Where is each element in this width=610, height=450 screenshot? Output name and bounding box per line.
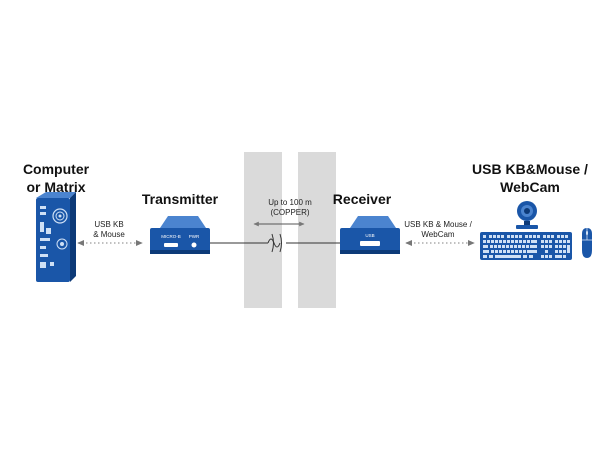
transmitter-port-pwr: PWR [189, 234, 200, 239]
transmitter-port-microb: MICRO-B [161, 234, 181, 239]
distance-label-line2: (COPPER) [270, 208, 310, 217]
peripherals-heading-line1: USB KB&Mouse / [472, 161, 588, 177]
transmitter-device: MICRO-B PWR [150, 216, 210, 254]
receiver-device: USB [340, 216, 400, 254]
transmitter-heading: Transmitter [141, 191, 219, 207]
mouse-icon [582, 228, 592, 258]
left-link-label-line1: USB KB [94, 220, 124, 229]
wall-right [298, 152, 336, 308]
wall-left [244, 152, 282, 308]
right-link-label-line1: USB KB & Mouse / [404, 220, 472, 229]
left-link-label: USB KB & Mouse [80, 220, 138, 240]
keyboard-icon [480, 232, 572, 260]
receiver-heading: Receiver [332, 191, 392, 207]
receiver-port-usb: USB [365, 233, 374, 238]
left-link-label-line2: & Mouse [93, 230, 125, 239]
computer-heading-line2: or Matrix [26, 179, 86, 195]
webcam-icon [516, 201, 538, 229]
right-link-label: USB KB & Mouse / WebCam [396, 220, 480, 240]
peripherals-heading-line2: WebCam [500, 179, 560, 195]
computer-heading: Computer or Matrix [14, 160, 98, 196]
distance-label: Up to 100 m (COPPER) [248, 198, 332, 218]
computer-heading-line1: Computer [22, 161, 90, 177]
right-link-label-line2: WebCam [421, 230, 455, 239]
peripherals-heading: USB KB&Mouse / WebCam [460, 160, 600, 196]
distance-label-line1: Up to 100 m [268, 198, 312, 207]
computer-tower-icon [36, 192, 76, 282]
